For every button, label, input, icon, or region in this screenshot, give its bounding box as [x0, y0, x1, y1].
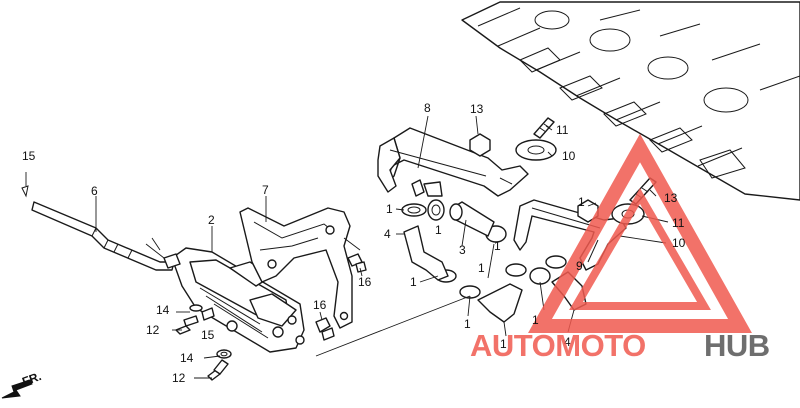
washer-14-lower: [216, 349, 232, 359]
callout-5: 4: [564, 335, 571, 349]
callout-15: 15: [22, 149, 36, 163]
air-valve-actuator: [145, 237, 305, 353]
callout-8: 8: [424, 101, 431, 115]
washer-14-upper: [189, 304, 203, 312]
callout-13: 1: [578, 195, 585, 209]
air-injection-pipe: [377, 127, 529, 197]
callout-15: 15: [201, 328, 215, 342]
callout-16: 16: [358, 275, 372, 289]
callout-7: 7: [262, 183, 269, 197]
callout-10: 10: [562, 149, 576, 163]
callout-1: 1: [386, 202, 393, 216]
callout-13: 13: [470, 102, 484, 116]
callout-1: 1: [478, 261, 485, 275]
callout-14: 14: [180, 351, 194, 365]
hose-clamp-1g: [529, 267, 551, 285]
mounting-bracket: [239, 207, 361, 329]
air-injection-pipe-9: [513, 199, 627, 271]
callout-1: 1: [410, 275, 417, 289]
watermark-logo: [528, 133, 752, 333]
bolt-15-mid: [201, 307, 215, 321]
bolt-16-a: [315, 317, 335, 341]
hose-clamp-1h: [545, 255, 567, 269]
hose-clamp-1f: [505, 263, 527, 277]
hose-clamp-1b: [427, 199, 445, 221]
stud-11-upper: [533, 117, 555, 139]
front-direction-marker: FR.: [1, 369, 43, 399]
hose-clamp-1a: [401, 203, 427, 217]
air-hose-4-mid: [477, 283, 523, 323]
watermark-automoto: AUTOMOTO: [470, 328, 646, 363]
callout-11: 11: [556, 123, 569, 137]
cylinder-head: [461, 1, 800, 201]
callout-16: 16: [313, 298, 327, 312]
air-joint-3: [449, 201, 495, 237]
callout-12: 12: [146, 323, 160, 337]
callout-1: 1: [464, 317, 471, 331]
callout-4: 1: [500, 337, 507, 351]
bolt-12-upper: [175, 315, 199, 335]
bolt-12-lower: [207, 359, 229, 381]
leader-lines: [95, 115, 669, 379]
callout-12: 12: [172, 371, 186, 385]
callout-3: 3: [459, 243, 466, 257]
air-hose-4-left: [403, 225, 449, 281]
callout-1: 1: [435, 223, 442, 237]
callout-14: 14: [156, 303, 170, 317]
bolt-16-b: [347, 253, 367, 273]
callout-11: 13: [664, 191, 678, 205]
callout-1: 1: [494, 239, 501, 253]
watermark-hub: HUB: [704, 328, 770, 363]
callout-1: 9: [576, 259, 583, 273]
callout-labels: 15 6 2 7 14 12 15 14 12 16 16 8 13 11 10…: [22, 101, 686, 385]
callout-2: 2: [208, 213, 215, 227]
callout-9: 10: [672, 236, 686, 250]
gasket-10-upper: [515, 139, 557, 161]
callout-10: 11: [672, 216, 685, 230]
throttle-cable: [21, 172, 175, 271]
watermark-text: AUTOMOTO HUB: [470, 328, 770, 363]
front-label: FR.: [20, 369, 43, 389]
callout-4: 4: [384, 227, 391, 241]
callout-1: 1: [532, 313, 539, 327]
nut-13-upper: [469, 133, 491, 157]
callout-6: 6: [91, 184, 98, 198]
